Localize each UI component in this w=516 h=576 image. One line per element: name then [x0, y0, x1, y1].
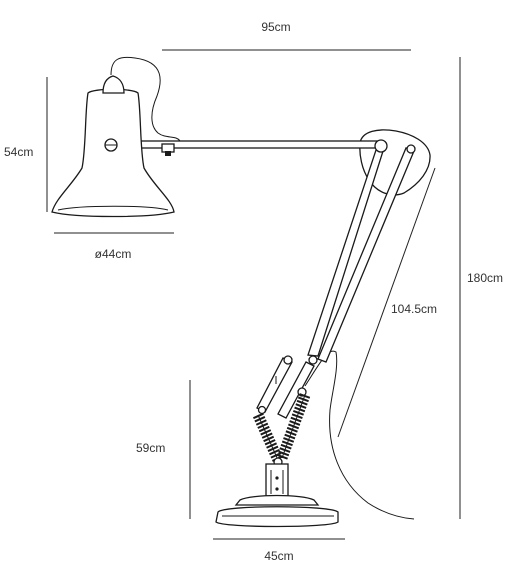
top-joint [374, 139, 388, 153]
knee-joint-right [308, 355, 318, 365]
upper-arm-front [307, 147, 385, 357]
shade-bracket [161, 143, 175, 153]
top-arm [119, 140, 383, 149]
base-height-label: 59cm [136, 441, 165, 455]
base-plate [215, 506, 339, 528]
lamp-shade [51, 88, 175, 218]
knee-joint-left [283, 355, 293, 365]
shade-diameter-label: ø44cm [95, 247, 132, 261]
shade-cable [110, 56, 181, 142]
spring-left [252, 412, 284, 463]
pillar-screw-bottom [275, 487, 279, 491]
top-width-label: 95cm [261, 20, 290, 34]
lower-joint-left [257, 405, 267, 415]
base-pillar [265, 463, 289, 499]
top-joint-rear [406, 144, 416, 154]
spring-right [276, 393, 311, 460]
pillar-screw-top [275, 476, 279, 480]
arm-length-line [337, 167, 436, 438]
shade-rim [57, 205, 169, 211]
shade-height-label: 54cm [4, 145, 33, 159]
arm-length-label: 104.5cm [391, 302, 437, 316]
bracket-knob [165, 151, 171, 156]
base-cap [234, 494, 320, 506]
total-height-label: 180cm [467, 271, 503, 285]
base-width-label: 45cm [264, 549, 293, 563]
shade-cap [102, 75, 125, 94]
lower-arm-right [277, 361, 315, 419]
